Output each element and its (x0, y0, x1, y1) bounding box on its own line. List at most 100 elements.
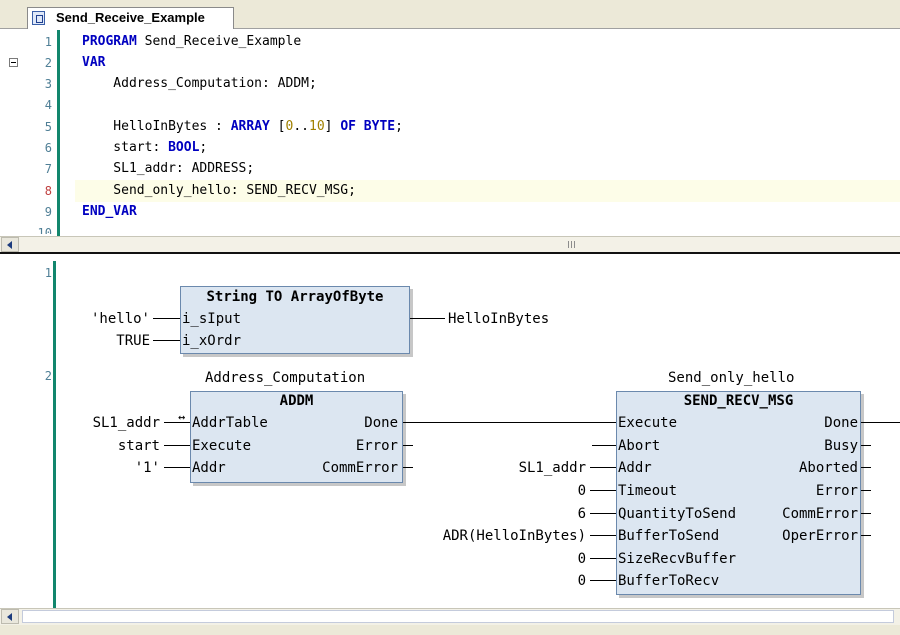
line-number: 8 (44, 184, 52, 198)
connection-stub (861, 535, 871, 536)
code-text: Send_Receive_Example (136, 34, 302, 49)
network-number: 1 (44, 266, 52, 280)
function-block-addm[interactable] (190, 391, 403, 483)
collapse-icon[interactable] (9, 58, 18, 67)
connection-wire (590, 580, 616, 581)
input-variable[interactable]: 0 (577, 483, 586, 499)
network-gutter: 1 2 (0, 261, 53, 608)
output-variable[interactable]: HelloInBytes (448, 311, 550, 327)
code-line-9[interactable]: END_VAR (82, 204, 137, 219)
declaration-editor[interactable]: 1 2 3 4 5 6 7 8 9 10 PROGRAM Send_Receiv… (0, 30, 900, 236)
tab-send-receive-example[interactable]: Send_Receive_Example (27, 7, 234, 29)
input-variable[interactable]: ADR(HelloInBytes) (442, 528, 586, 544)
declaration-horizontal-scrollbar[interactable] (0, 236, 900, 252)
fb-input-pin: BufferToRecv (618, 573, 720, 589)
line-number: 10 (37, 226, 52, 234)
number-literal: 10 (309, 119, 325, 134)
keyword: END_VAR (82, 204, 137, 219)
implementation-horizontal-scrollbar[interactable] (0, 608, 900, 625)
scroll-left-arrow-icon[interactable] (1, 609, 19, 624)
function-block-string-to-arrayofbyte[interactable] (180, 286, 410, 354)
line-number: 1 (44, 35, 52, 49)
connection-wire-done-to-execute (403, 422, 616, 423)
line-number: 4 (44, 98, 52, 112)
editor-tab-bar: Send_Receive_Example (0, 0, 900, 29)
fb-output-pin: Done (364, 415, 398, 431)
fb-input-pin: QuantityToSend (618, 506, 737, 522)
connection-wire (164, 422, 190, 423)
input-variable[interactable]: TRUE (116, 333, 150, 349)
line-number-gutter: 1 2 3 4 5 6 7 8 9 10 (0, 30, 57, 236)
fb-type-label: ADDM (279, 393, 314, 409)
current-line-highlight (75, 180, 900, 202)
tab-label: Send_Receive_Example (56, 10, 205, 25)
fb-output-pin: Error (815, 483, 858, 499)
fb-input-pin: i_sIput (182, 311, 242, 327)
code-text: HelloInBytes : (82, 119, 231, 134)
fb-instance-name[interactable]: Address_Computation (205, 370, 366, 386)
keyword: PROGRAM (82, 34, 137, 49)
fb-input-pin: Addr (618, 460, 652, 476)
fb-input-pin: Timeout (618, 483, 678, 499)
input-variable[interactable]: SL1_addr (92, 415, 160, 431)
fb-instance-name[interactable]: Send_only_hello (668, 370, 795, 386)
code-line-3[interactable]: Address_Computation: ADDM; (82, 76, 317, 91)
fb-input-pin: Addr (192, 460, 226, 476)
input-variable[interactable]: 'hello' (90, 311, 150, 327)
connection-wire (590, 558, 616, 559)
editor-splitter[interactable] (0, 252, 900, 261)
input-variable[interactable]: '1' (134, 460, 160, 476)
network-number: 2 (44, 369, 52, 383)
line-number: 2 (44, 56, 52, 70)
fb-input-pin: BufferToSend (618, 528, 720, 544)
connection-wire (153, 340, 180, 341)
connection-wire (410, 318, 445, 319)
fb-output-pin: OperError (782, 528, 858, 544)
code-line-8[interactable]: Send_only_hello: SEND_RECV_MSG; (82, 183, 356, 198)
connection-stub (403, 467, 413, 468)
fb-output-pin: Error (355, 438, 398, 454)
connection-wire (153, 318, 180, 319)
input-variable[interactable]: start (117, 438, 160, 454)
connection-wire (590, 467, 616, 468)
keyword: BOOL (168, 140, 200, 155)
scroll-left-arrow-icon[interactable] (1, 237, 19, 252)
fb-input-pin: Execute (192, 438, 252, 454)
function-block-send-recv-msg[interactable] (616, 391, 861, 595)
line-number: 5 (44, 120, 52, 134)
input-variable[interactable]: 6 (577, 506, 586, 522)
fb-input-pin: AddrTable (192, 415, 268, 431)
code-line-5[interactable]: HelloInBytes : ARRAY [0..10] OF BYTE; (82, 119, 403, 134)
code-text: start: (82, 140, 169, 155)
connection-wire (590, 513, 616, 514)
line-number: 9 (44, 205, 52, 219)
code-text (356, 119, 364, 134)
fb-output-pin: Aborted (798, 460, 858, 476)
fb-input-pin: Abort (618, 438, 661, 454)
connection-stub (403, 445, 413, 446)
connection-wire (590, 535, 616, 536)
connection-wire (164, 445, 190, 446)
code-text: ; (199, 140, 208, 155)
connection-stub (861, 467, 871, 468)
scrollbar-thumb[interactable] (22, 610, 894, 623)
program-pou-icon (32, 11, 45, 25)
input-variable[interactable]: SL1_addr (518, 460, 586, 476)
fb-type-label: SEND_RECV_MSG (683, 393, 794, 409)
status-strip (0, 625, 900, 635)
code-line-1[interactable]: PROGRAM Send_Receive_Example (82, 34, 301, 49)
code-line-2[interactable]: VAR (82, 55, 105, 70)
keyword: ARRAY (230, 119, 270, 134)
fbd-implementation-editor[interactable]: 1 2 String TO ArrayOfByte i_sIput i_xOrd… (0, 261, 900, 608)
fb-input-pin: i_xOrdr (182, 333, 242, 349)
connection-stub (861, 445, 871, 446)
scroll-grip-icon[interactable] (568, 241, 577, 248)
connection-stub (861, 513, 871, 514)
code-line-6[interactable]: start: BOOL; (82, 140, 207, 155)
connection-wire (592, 445, 616, 446)
fb-output-pin: CommError (322, 460, 398, 476)
fb-output-pin: Busy (824, 438, 858, 454)
input-variable[interactable]: 0 (577, 573, 586, 589)
code-line-7[interactable]: SL1_addr: ADDRESS; (82, 161, 255, 176)
input-variable[interactable]: 0 (577, 551, 586, 567)
